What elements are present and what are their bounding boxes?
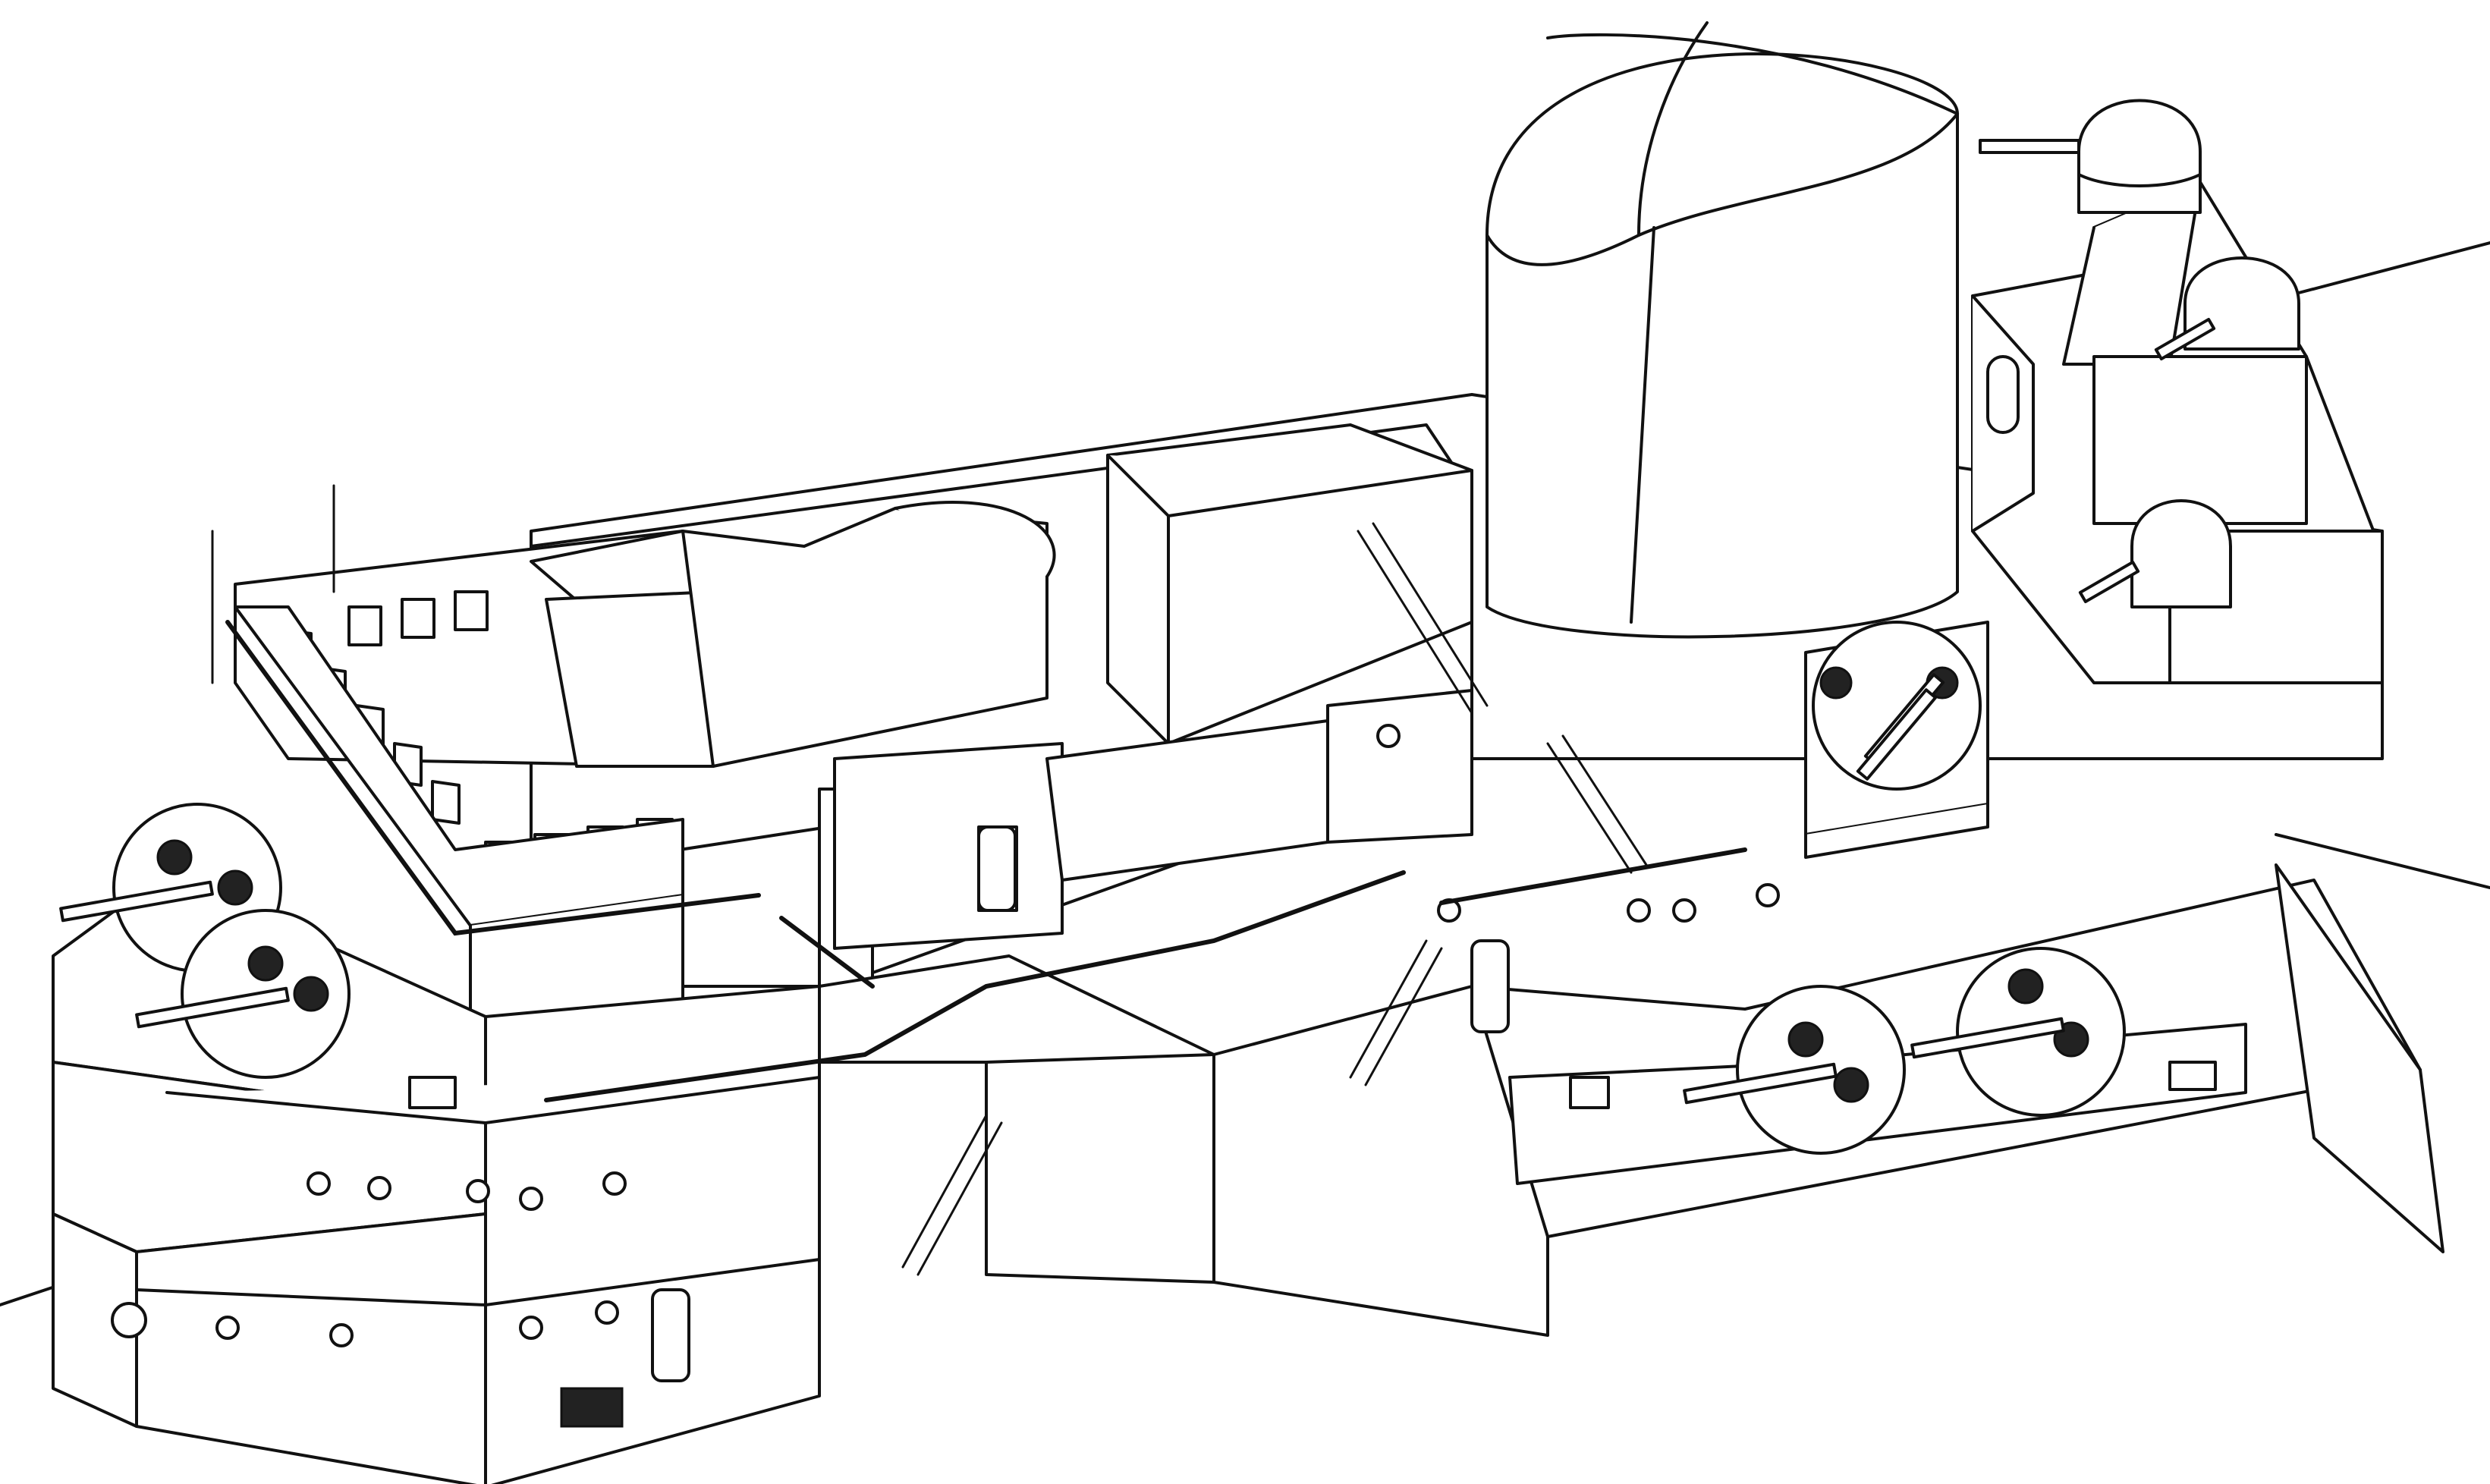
ladders — [901, 522, 1648, 1276]
fittings — [111, 1061, 2217, 1428]
portholes — [215, 883, 1780, 1347]
doors — [651, 825, 1510, 1382]
aft-gun-tubs — [1508, 947, 2247, 1185]
funnel — [1486, 21, 1959, 639]
forward-gun-tubs — [59, 803, 351, 1079]
midship-gun-tub — [1804, 621, 1989, 859]
tower-gun-mounts — [1979, 99, 2300, 608]
railings — [544, 847, 1747, 1102]
bridge-block — [234, 423, 1473, 768]
